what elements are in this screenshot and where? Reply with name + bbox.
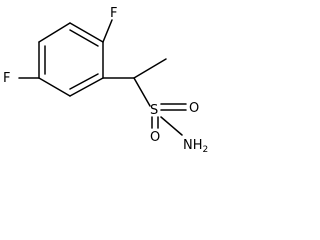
atom-label-n: NH bbox=[183, 138, 203, 153]
bond-c-f-top bbox=[102, 19, 113, 43]
atom-label-o-bottom: O bbox=[150, 130, 160, 145]
ring-double-bond bbox=[69, 29, 99, 47]
ring-double-bond bbox=[69, 73, 99, 90]
atom-label-f-top: F bbox=[110, 6, 117, 21]
atom-label-o-right: O bbox=[189, 101, 199, 116]
molecule-structure: F F S O O NH2 bbox=[3, 6, 208, 155]
atom-label-s: S bbox=[150, 103, 158, 118]
ring-bond bbox=[38, 77, 71, 97]
atom-label-nh2: NH2 bbox=[183, 138, 208, 155]
benzene-ring bbox=[38, 22, 104, 97]
atom-label-n-subscript: 2 bbox=[203, 145, 209, 155]
ring-bond bbox=[69, 22, 104, 43]
bond-ch-methyl bbox=[133, 58, 167, 79]
bond-s-n bbox=[160, 116, 183, 136]
atom-label-f-left: F bbox=[3, 71, 10, 86]
structure-canvas: F F S O O NH2 bbox=[0, 0, 230, 158]
ring-bond bbox=[38, 22, 71, 43]
bond-ch-s bbox=[133, 77, 151, 107]
ring-bond bbox=[69, 77, 104, 97]
